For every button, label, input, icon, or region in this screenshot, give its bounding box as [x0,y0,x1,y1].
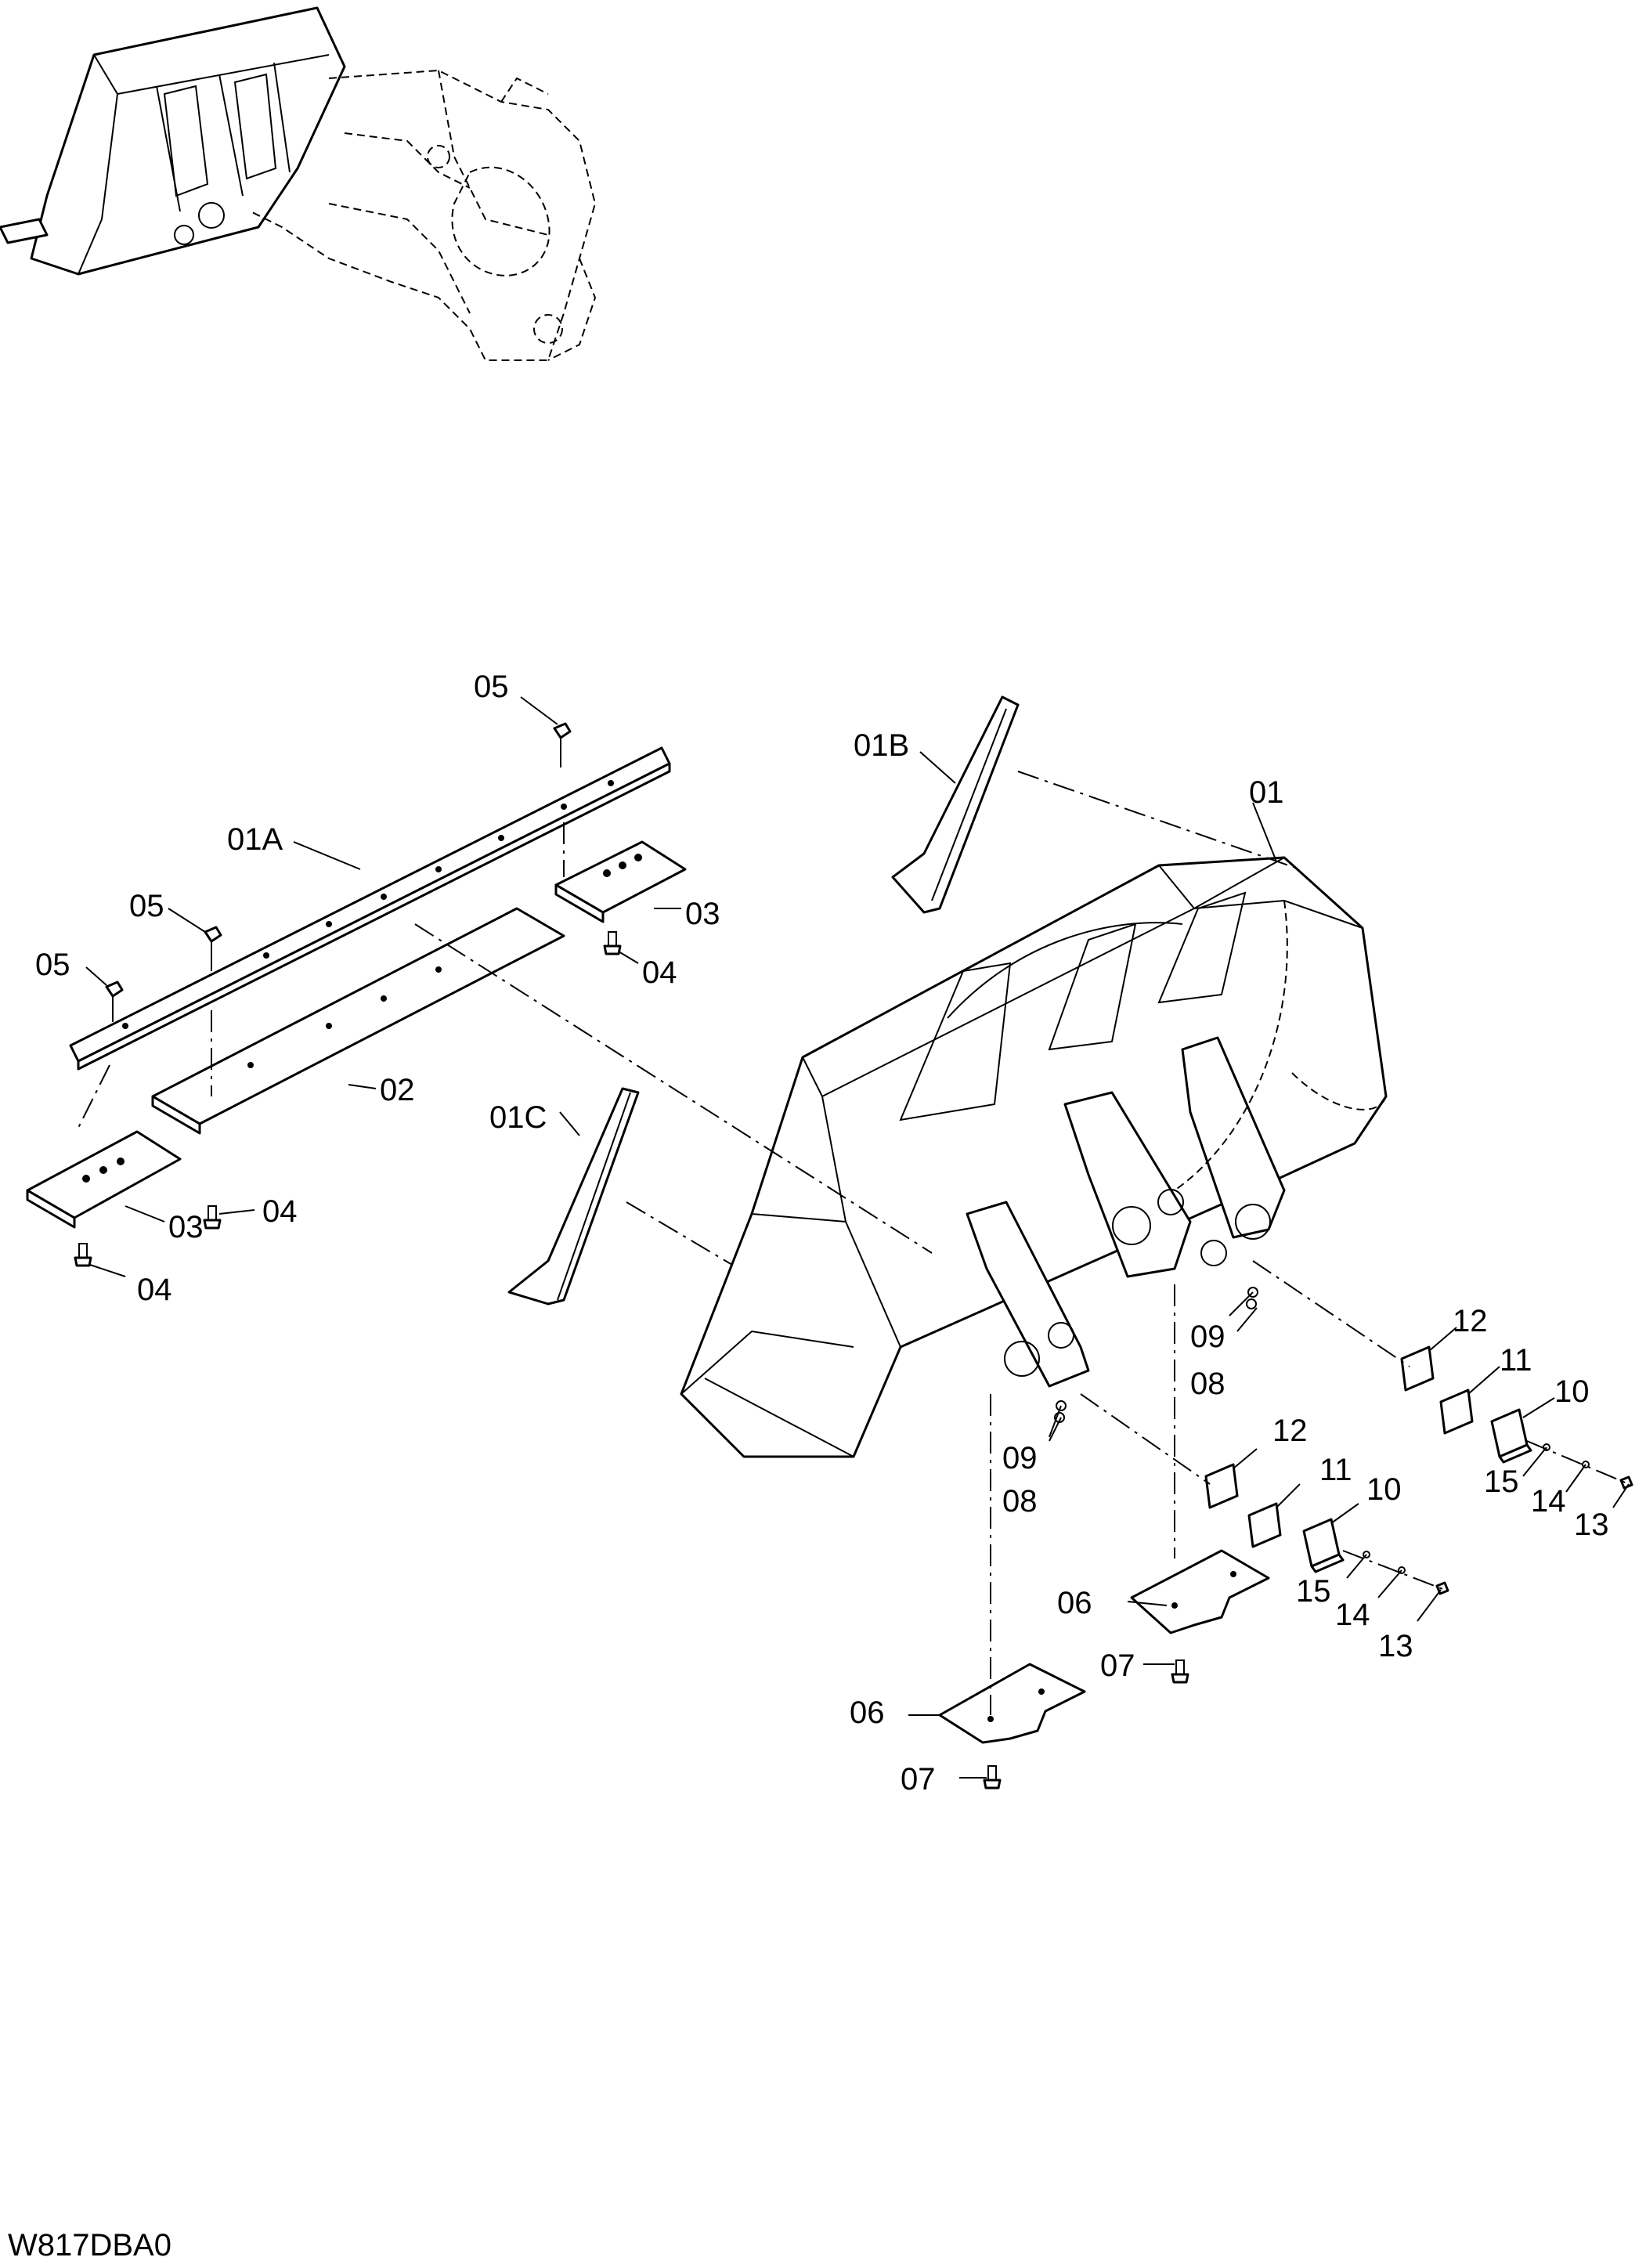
shim-12-lower [1204,1463,1239,1509]
plate-10-upper [1490,1408,1532,1464]
callout-15-upper: 15 [1484,1464,1519,1499]
shim-12-upper [1400,1345,1435,1392]
nut-05-b [204,926,222,971]
callout-12-upper: 12 [1453,1304,1488,1338]
callout-08-right: 08 [1190,1367,1225,1401]
bolt-04-a [603,931,622,955]
overview-loader-frame [250,69,597,361]
nut-05-c [105,981,124,1022]
callout-05-top: 05 [474,670,509,704]
callout-11-upper: 11 [1500,1343,1532,1378]
callout-06-lower: 06 [850,1696,885,1730]
overview-thumbnail [0,6,597,361]
bucket-body [680,856,1388,1458]
shim-11-lower [1247,1502,1282,1548]
bolt-04-c [74,1243,92,1267]
bucket-assembly [680,856,1388,1458]
callout-09-right: 09 [1190,1320,1225,1354]
hardware-13-15-upper [1543,1443,1633,1490]
nuts-08-09 [1054,1287,1258,1423]
callout-06-upper: 06 [1057,1586,1092,1620]
callout-10-lower: 10 [1366,1472,1402,1507]
cutting-edge-01A [69,746,671,1071]
callout-11-lower: 11 [1319,1453,1352,1487]
leader-lines [85,696,1630,1779]
edge-02 [151,907,565,1135]
callout-01C: 01C [489,1100,547,1135]
callout-09-left: 09 [1002,1441,1038,1475]
callout-04-mid: 04 [262,1194,298,1229]
bolt-07-b [983,1765,1002,1789]
wear-plate-06-lower [938,1663,1086,1744]
callout-13-lower: 13 [1378,1629,1413,1663]
side-cutter-01C [507,1087,640,1306]
bolt-07-a [1171,1659,1189,1684]
callout-03-upper: 03 [685,897,720,931]
callout-12-lower: 12 [1272,1414,1308,1448]
callout-04-upper: 04 [642,955,677,990]
nut-05-a [553,722,572,767]
callout-02: 02 [380,1073,415,1107]
callout-10-upper: 10 [1554,1374,1590,1409]
plate-10-lower [1302,1518,1345,1573]
callout-01: 01 [1249,775,1284,810]
callout-14-lower: 14 [1335,1598,1370,1632]
callout-01B: 01B [854,728,909,763]
callout-03-lower: 03 [168,1210,204,1244]
bucket-bracket-left [966,1201,1090,1388]
drawing-id: W817DBA0 [8,2228,171,2263]
side-cutter-01B [891,695,1020,914]
callout-07-lower: 07 [901,1762,936,1797]
callout-05-left: 05 [35,948,70,982]
callout-13-upper: 13 [1574,1508,1609,1542]
callout-04-lower: 04 [137,1273,172,1307]
adapter-03-upper [554,840,687,923]
adapter-03-lower [26,1130,182,1229]
callout-05-mid: 05 [129,889,164,923]
hardware-13-15-lower [1363,1551,1449,1595]
wear-plate-06-upper [1130,1549,1270,1634]
assembly-center-lines [78,771,1630,1715]
shim-11-upper [1439,1389,1474,1435]
bolt-04-b [203,1205,222,1230]
callout-01A: 01A [227,822,283,857]
callout-08-left: 08 [1002,1484,1038,1519]
callout-15-lower: 15 [1296,1574,1331,1609]
callout-07-upper: 07 [1100,1649,1135,1683]
callout-labels: 05 01A 05 05 01B 01 03 04 02 01C 04 03 0… [8,670,1609,2263]
callout-14-upper: 14 [1531,1484,1566,1519]
overview-bucket [0,6,346,276]
bucket-bracket-center [1063,1091,1192,1278]
